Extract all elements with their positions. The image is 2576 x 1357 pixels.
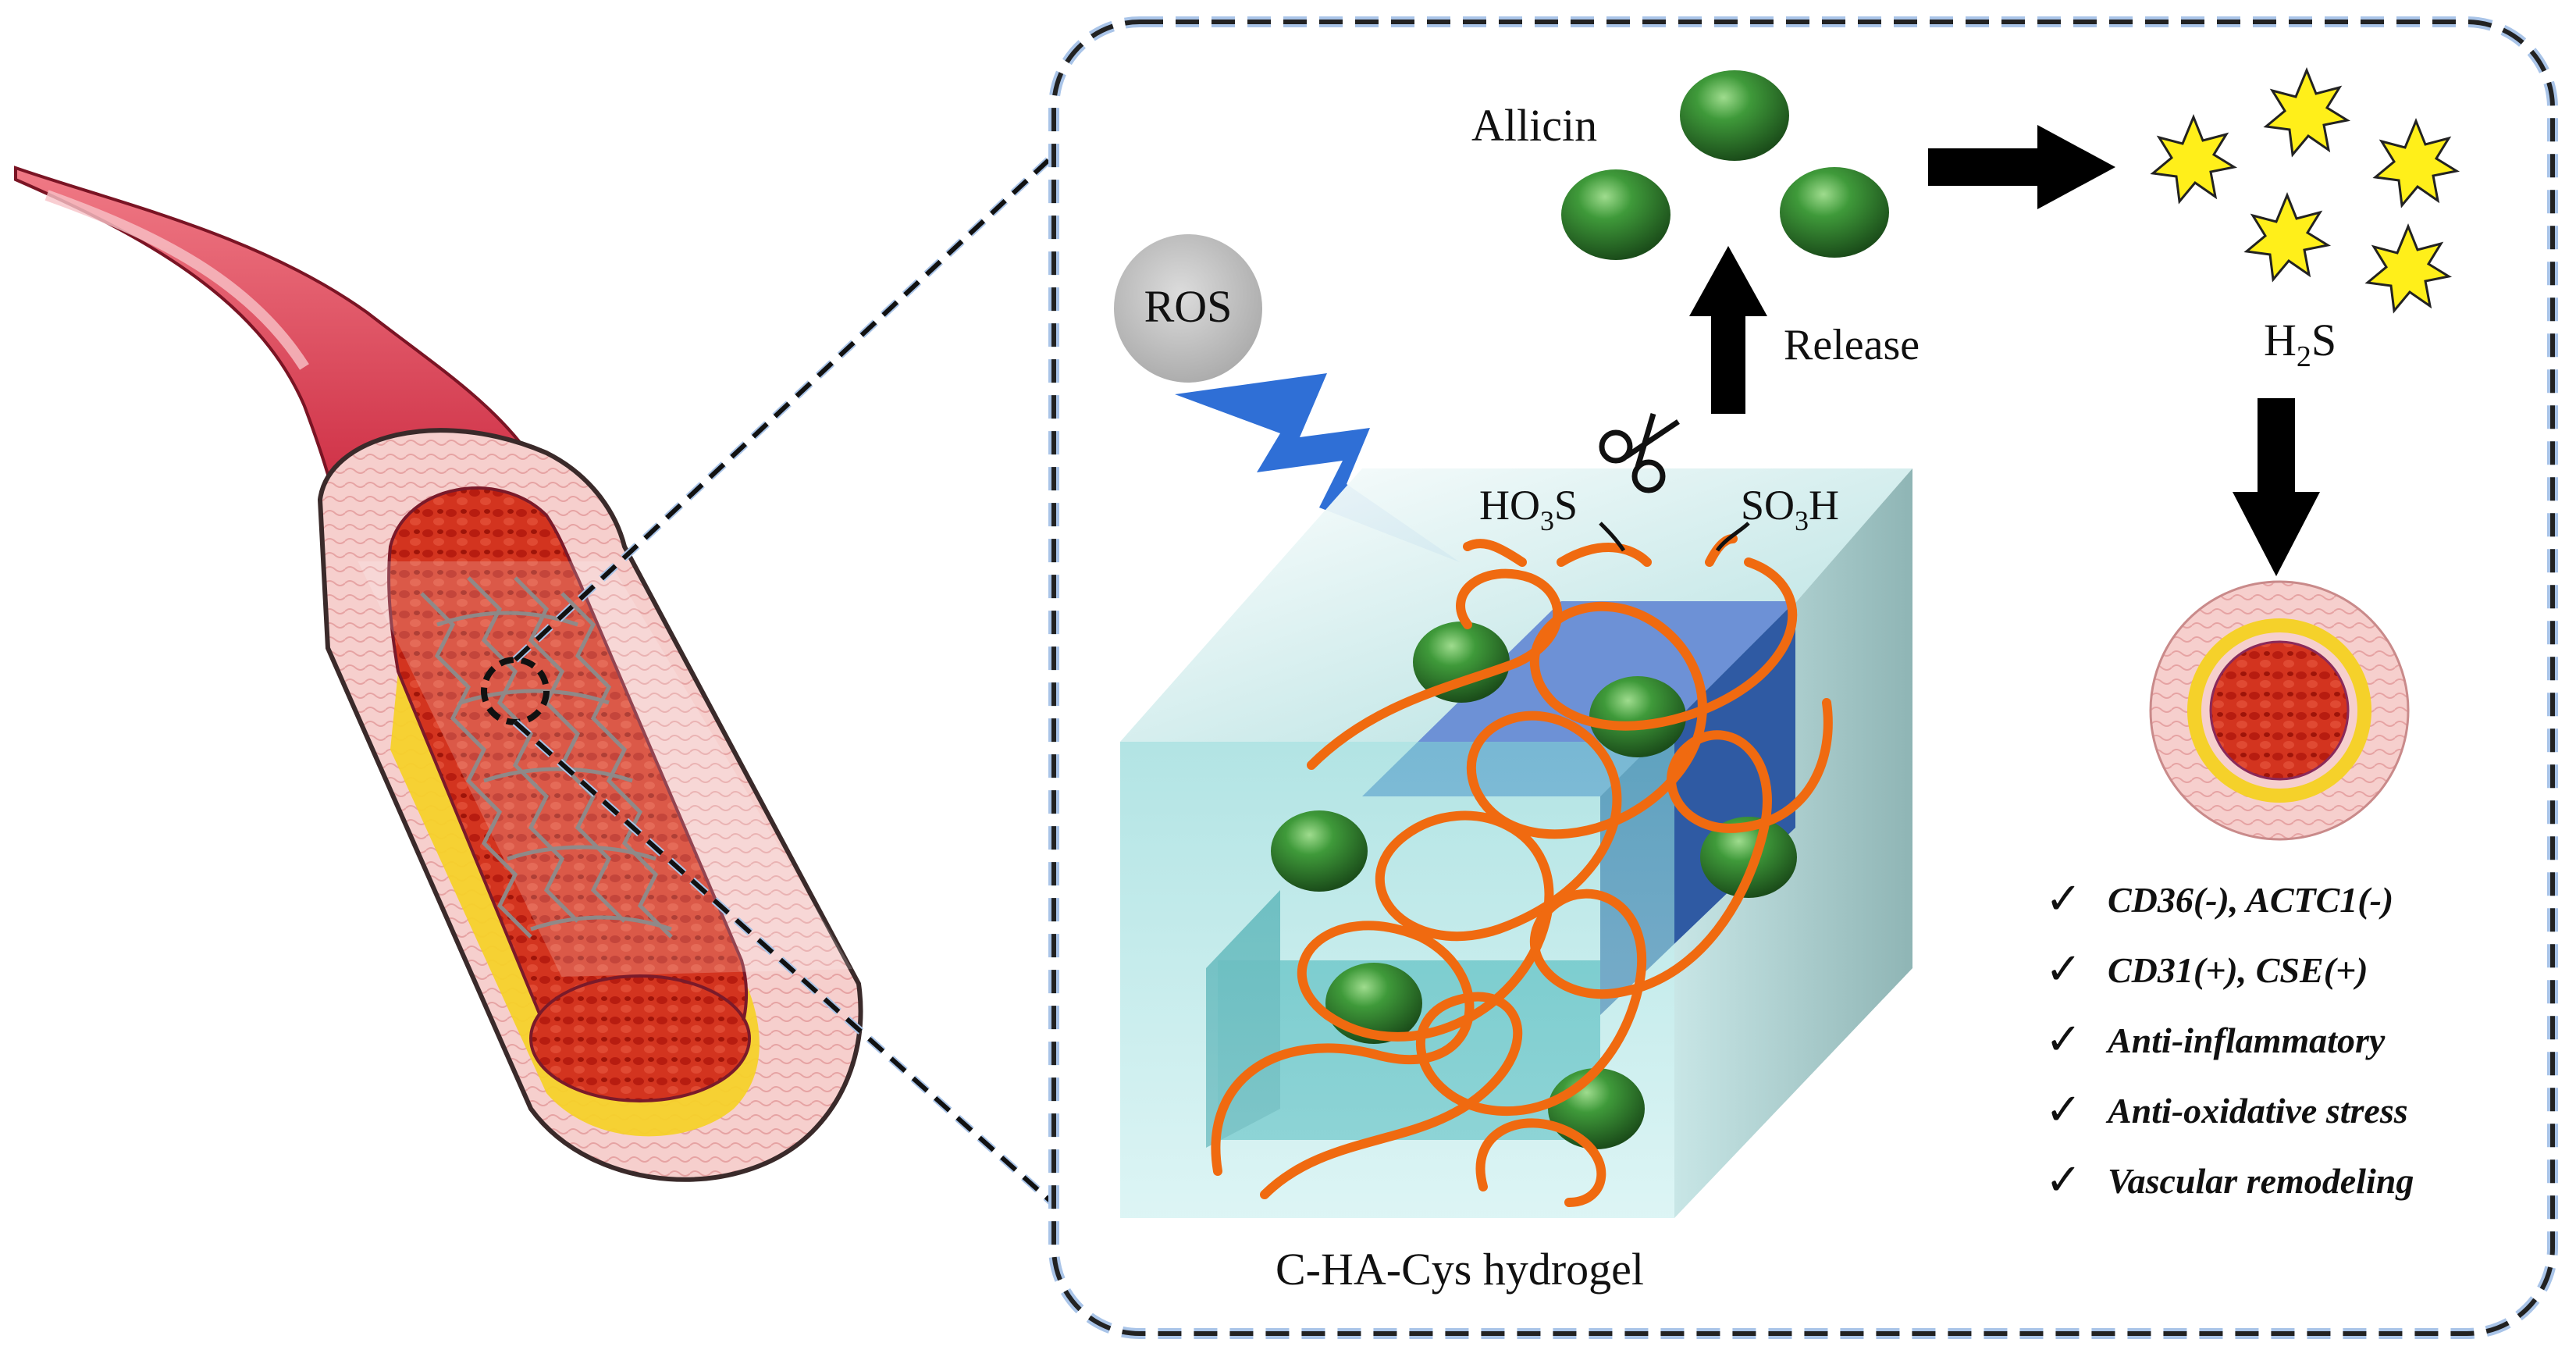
allicin-label: Allicin [1471,100,1597,151]
release-arrow-icon [1689,246,1767,414]
check-icon: ✓ [2045,1014,2082,1065]
embedded-allicin-spheres [1271,622,1797,1149]
benefit-item: ✓ CD36(-), ACTC1(-) [2045,874,2393,924]
check-icon: ✓ [2045,1085,2082,1135]
benefit-item: ✓ Vascular remodeling [2045,1155,2414,1206]
benefit-item: ✓ Anti-inflammatory [2045,1014,2386,1065]
svg-text:CD31(+), CSE(+): CD31(+), CSE(+) [2108,950,2368,990]
hydrogel-block [1120,468,1912,1218]
ho3s-label: HO3S [1479,482,1578,536]
benefits-list: ✓ CD36(-), ACTC1(-) ✓ CD31(+), CSE(+) ✓ … [2045,874,2414,1206]
ros-label: ROS [1144,281,1233,332]
svg-text:CD36(-), ACTC1(-): CD36(-), ACTC1(-) [2108,880,2393,920]
blood-vessel-illustration [14,166,863,1182]
cutaway-window [358,561,852,978]
so3h-label: SO3H [1741,482,1839,536]
benefit-item: ✓ CD31(+), CSE(+) [2045,944,2368,995]
check-icon: ✓ [2045,874,2082,924]
release-label: Release [1784,321,1920,369]
h2s-gas-stars [2150,67,2460,314]
scissors-icon [1599,413,1680,493]
callout-box [1051,20,2555,1336]
zoom-connector-lines [512,137,1073,1221]
svg-text:Anti-inflammatory: Anti-inflammatory [2105,1020,2386,1060]
svg-text:Anti-oxidative stress: Anti-oxidative stress [2105,1091,2408,1131]
arrow-to-h2s-icon [1928,125,2115,209]
hydrogel-label: C-HA-Cys hydrogel [1276,1244,1644,1295]
released-allicin-spheres [1561,70,1889,260]
benefit-item: ✓ Anti-oxidative stress [2045,1085,2408,1135]
arrow-down-icon [2233,398,2320,576]
check-icon: ✓ [2045,944,2082,995]
h2s-label: H2S [2264,315,2336,373]
polymer-chains [1211,534,1833,1207]
svg-text:Vascular remodeling: Vascular remodeling [2108,1161,2414,1201]
ros-badge: ROS [1114,234,1262,383]
healthy-vessel-cross-section [2149,580,2410,841]
check-icon: ✓ [2045,1155,2082,1206]
